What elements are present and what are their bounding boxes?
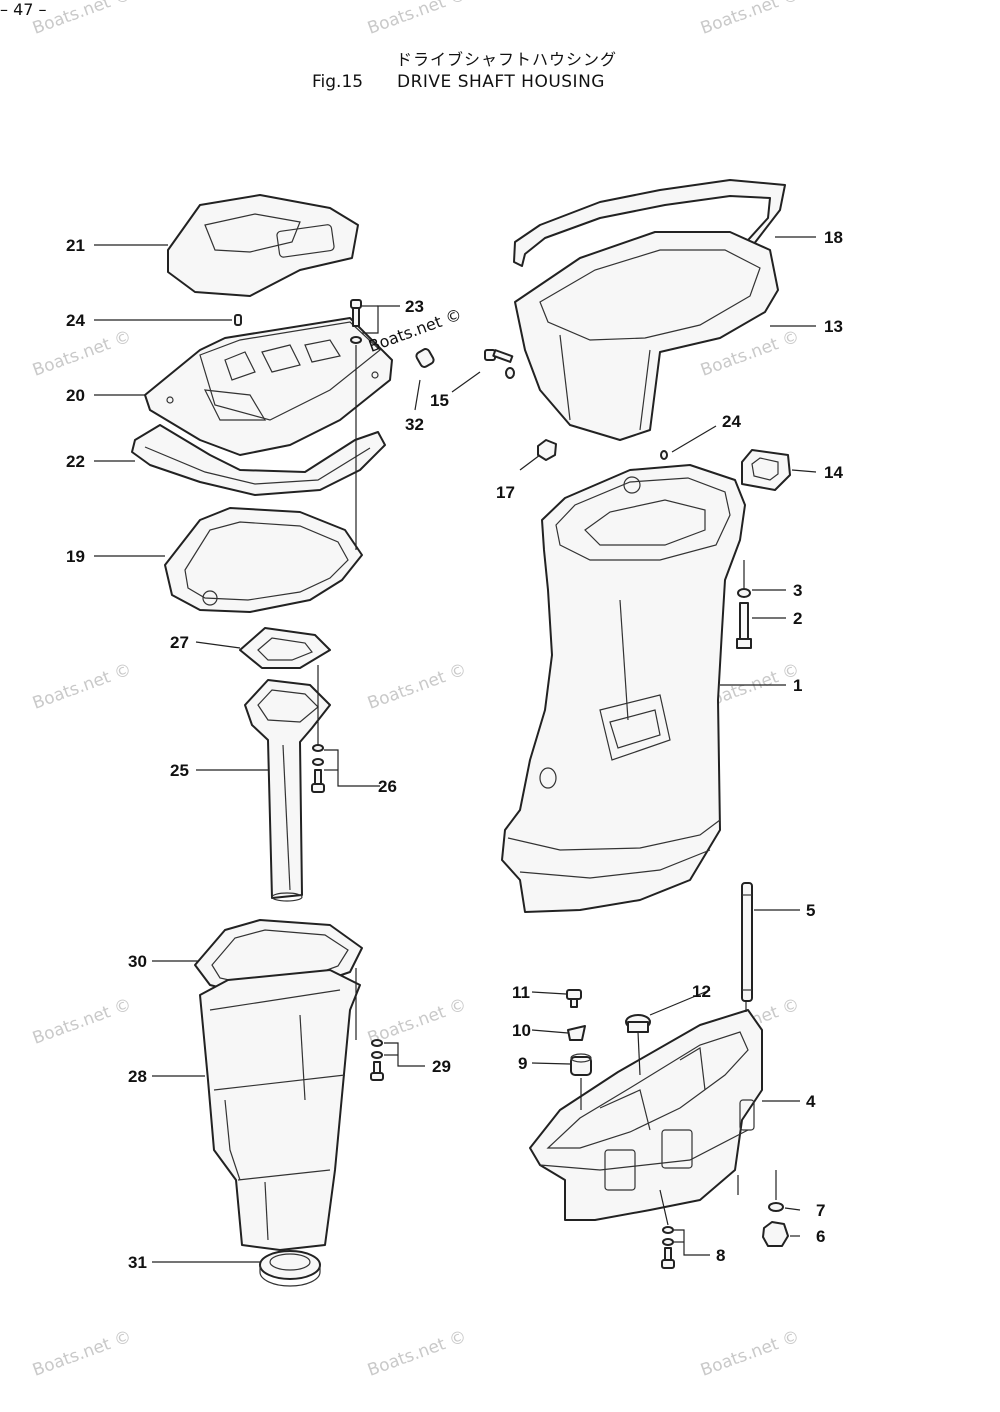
title-japanese: ドライブシャフトハウシング [396, 50, 618, 69]
callout-26: 26 [378, 777, 397, 796]
callout-19: 19 [66, 547, 85, 566]
callout-2: 2 [793, 609, 802, 628]
callout-21: 21 [66, 236, 85, 255]
part-13-apron [514, 231, 779, 441]
callout-22: 22 [66, 452, 85, 471]
page-number: – 47 – [0, 0, 47, 19]
callout-24-left: 24 [66, 311, 85, 330]
part-9-grommet [570, 1053, 592, 1076]
part-15-bolt-washer [484, 349, 515, 379]
part-17-nut [537, 439, 557, 461]
part-28-exhaust-case [199, 969, 361, 1251]
callout-17: 17 [496, 483, 515, 502]
part-23-bolt-washer [350, 299, 362, 344]
callouts: 21 24 20 22 19 27 25 30 28 31 23 32 26 2… [66, 228, 843, 1272]
part-4-lower-case [529, 1009, 763, 1221]
leader-lines [94, 236, 817, 1263]
callout-9: 9 [518, 1054, 527, 1073]
part-12-plug [625, 1014, 651, 1033]
part-2-bolt [736, 602, 752, 649]
part-27-gasket [239, 627, 331, 669]
callout-11: 11 [512, 983, 530, 1002]
callout-28: 28 [128, 1067, 147, 1086]
callout-24-right: 24 [722, 412, 741, 431]
part-24-dowel-left [234, 314, 242, 326]
part-5-stud [741, 882, 753, 1002]
callout-20: 20 [66, 386, 85, 405]
callout-1: 1 [793, 676, 802, 695]
part-3-washer [737, 588, 751, 598]
part-1-drive-shaft-housing [501, 464, 746, 913]
part-31-seal-ring [259, 1250, 321, 1287]
callout-29: 29 [432, 1057, 451, 1076]
callout-8: 8 [716, 1246, 725, 1265]
callout-6: 6 [816, 1227, 825, 1246]
part-11-bolt [566, 989, 582, 1008]
callout-31: 31 [128, 1253, 147, 1272]
part-22-seal [131, 424, 386, 496]
part-26-bolt-washer [311, 744, 325, 793]
part-8-bolt-washer [661, 1226, 675, 1269]
title-english: DRIVE SHAFT HOUSING [397, 72, 605, 92]
callout-12: 12 [692, 982, 711, 1001]
figure-number: Fig.15 [312, 72, 364, 92]
callout-10: 10 [512, 1021, 531, 1040]
part-19-gasket [164, 507, 363, 613]
part-25-exhaust-tube [244, 679, 331, 902]
part-14-damper [741, 449, 791, 491]
callout-25: 25 [170, 761, 189, 780]
part-20-adapter [144, 317, 393, 456]
part-32-plug [415, 348, 435, 368]
callout-4: 4 [806, 1092, 816, 1111]
part-21-gasket [167, 194, 359, 297]
callout-18: 18 [824, 228, 843, 247]
callout-23: 23 [405, 297, 424, 316]
callout-7: 7 [816, 1201, 825, 1220]
part-29-bolt-washer [370, 1039, 384, 1081]
part-6-nut [762, 1221, 789, 1247]
callout-15: 15 [430, 391, 449, 410]
callout-3: 3 [793, 581, 802, 600]
callout-14: 14 [824, 463, 843, 482]
callout-5: 5 [806, 901, 815, 920]
callout-30: 30 [128, 952, 147, 971]
part-7-washer [768, 1202, 784, 1212]
callout-27: 27 [170, 633, 189, 652]
callout-13: 13 [824, 317, 843, 336]
callout-32: 32 [405, 415, 424, 434]
part-10-plate [567, 1025, 586, 1041]
part-24-dowel-right [660, 450, 668, 460]
